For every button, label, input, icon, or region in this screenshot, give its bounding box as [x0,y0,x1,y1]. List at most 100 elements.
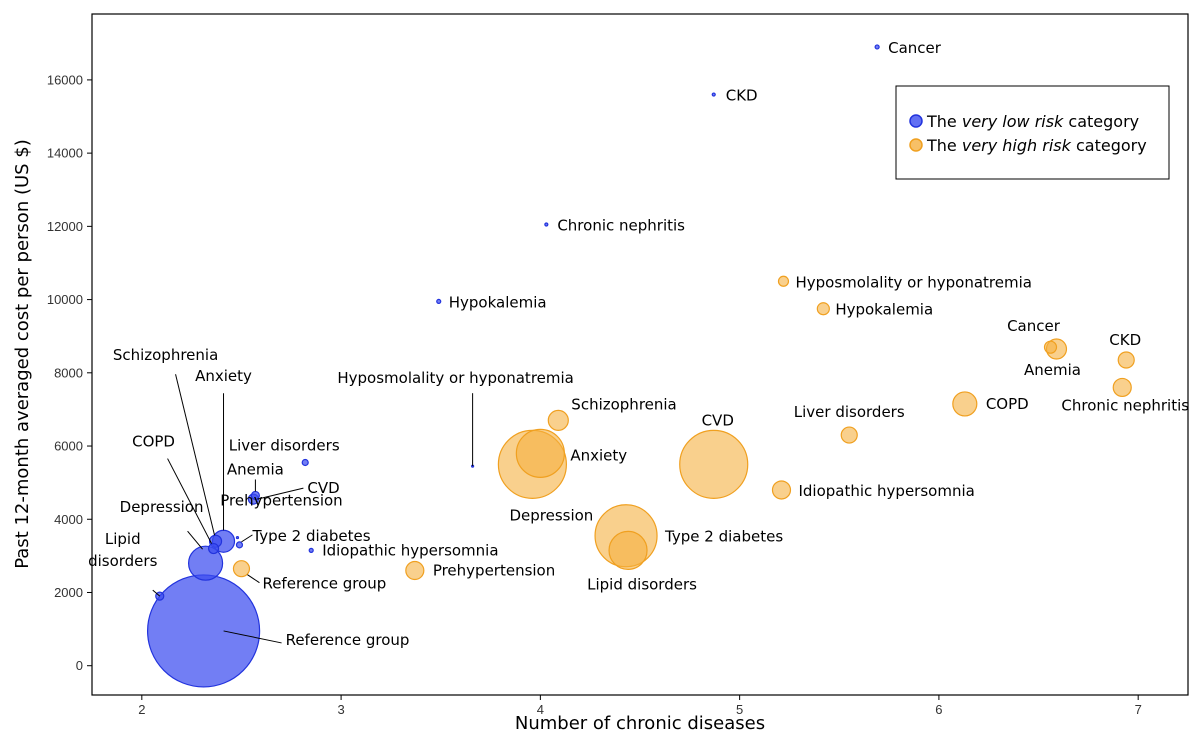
legend-swatch-high-risk [909,138,923,152]
high-risk-bubble-idiopathic-hypersomnia [771,480,792,500]
y-tick-label: 10000 [47,292,83,307]
high-risk-label-chronic-nephritis: Chronic nephritis [1061,396,1189,414]
x-axis-title: Number of chronic diseases [515,713,765,734]
low-risk-label-copd: COPD [132,433,175,451]
legend: The very low risk category The very high… [895,85,1170,180]
high-risk-bubble-anxiety [515,428,565,478]
high-risk-bubble-prehypertension [405,560,425,581]
legend-low-pre: The [926,112,962,131]
x-tick-label: 4 [537,702,544,717]
low-risk-bubble-reference-group [146,574,261,688]
high-risk-bubble-ckd [1117,351,1135,369]
x-tick-label: 3 [337,702,344,717]
high-risk-bubble-lipid-disorders [608,530,648,570]
low-risk-bubble-depression [187,545,224,581]
x-tick-label: 2 [138,702,145,717]
low-risk-bubble-liver-disorders [301,458,309,467]
y-tick-label: 16000 [47,72,83,87]
high-risk-label-depression: Depression [509,506,593,524]
y-tick-label: 14000 [47,146,83,161]
low-risk-label-reference-group: Reference group [286,631,410,649]
high-risk-bubble-chronic-nephritis [1112,377,1132,398]
low-risk-bubble-prehypertension [235,535,240,540]
x-tick-label: 7 [1135,702,1142,717]
low-risk-label-idiopathic-hypersomnia: Idiopathic hypersomnia [322,541,498,559]
low-risk-label-hypokalemia: Hypokalemia [449,293,547,311]
legend-label-high-risk: The very high risk category [926,136,1147,155]
legend-box [895,85,1170,180]
high-risk-bubble-copd [952,391,978,417]
high-risk-label-copd: COPD [986,395,1029,413]
low-risk-bubble-idiopathic-hypersomnia [308,547,314,553]
low-risk-label-chronic-nephritis: Chronic nephritis [557,217,685,235]
low-risk-bubble-type-2-diabetes [235,541,244,549]
y-tick-label: 4000 [54,512,83,527]
label-leader-line [241,534,253,543]
y-tick-label: 12000 [47,219,83,234]
legend-swatch-low-risk [909,114,923,128]
high-risk-bubble-schizophrenia [547,409,569,432]
high-risk-label-prehypertension: Prehypertension [433,562,555,580]
y-axis-title: Past 12-month averaged cost per person (… [12,139,33,569]
leader-line-layer [152,374,474,644]
low-risk-label-cancer: Cancer [888,39,942,57]
high-risk-label-liver-disorders: Liver disorders [794,403,905,421]
low-risk-label-prehypertension: Prehypertension [220,492,342,510]
label-leader-line [175,374,216,536]
label-line: disorders [88,552,158,570]
high-risk-label-ckd: CKD [1109,331,1141,349]
high-risk-bubble-hypokalemia [816,302,830,316]
high-risk-label-type-2-diabetes: Type 2 diabetes [664,528,783,546]
legend-high-post: category [1071,136,1147,155]
label-leader-line [187,530,203,550]
low-risk-bubble-hypokalemia [436,298,442,305]
x-tick-label: 6 [935,702,942,717]
low-risk-bubble-copd [207,542,220,555]
low-risk-label-type-2-diabetes: Type 2 diabetes [251,527,370,545]
y-tick-label: 0 [76,658,83,673]
low-risk-bubble-chronic-nephritis [544,222,549,227]
y-tick-label: 6000 [54,439,83,454]
legend-low-emph: very low risk [962,112,1064,131]
low-risk-label-hyposmolality-or-hyponatremia: Hyposmolality or hyponatremia [337,369,574,387]
label-leader-line [167,458,213,544]
label-leader-line [257,487,304,500]
x-tick-label: 5 [736,702,743,717]
low-risk-label-cvd: CVD [307,479,339,497]
low-risk-label-liver-disorders: Liver disorders [229,437,340,455]
label-line: Lipid [105,530,141,548]
low-risk-bubble-ckd [711,92,716,97]
high-risk-label-reference-group: Reference group [262,575,386,593]
high-risk-label-anxiety: Anxiety [570,446,627,464]
bubble-layer [146,44,1135,688]
low-risk-bubble-cancer [874,44,880,50]
high-risk-label-schizophrenia: Schizophrenia [571,395,676,413]
high-risk-bubble-cancer [1043,340,1058,354]
bubble-label-layer: Reference group Lipid disorders Depression C… [88,39,1189,649]
y-tick-label: 2000 [54,585,83,600]
low-risk-label-ckd: CKD [726,87,758,105]
high-risk-bubble-liver-disorders [840,426,858,444]
high-risk-bubble-reference-group [232,560,251,578]
y-axis-ticks: 0 2000 4000 6000 8000 10000 12000 14000 16000 [47,72,92,673]
low-risk-label-schizophrenia: Schizophrenia [113,346,218,364]
label-leader-line [152,589,161,597]
low-risk-label-lipid-disorders: Lipid disorders [88,530,158,570]
high-risk-label-anemia: Anemia [1024,361,1081,379]
low-risk-label-depression: Depression [120,498,204,516]
high-risk-label-hyposmolality-or-hyponatremia: Hyposmolality or hyponatremia [795,273,1031,291]
low-risk-label-anxiety: Anxiety [195,367,252,385]
high-risk-label-cvd: CVD [702,411,734,429]
high-risk-label-idiopathic-hypersomnia: Idiopathic hypersomnia [798,482,974,500]
y-tick-label: 8000 [54,365,83,380]
high-risk-bubble-hyposmolality-or-hyponatremia [777,275,790,287]
label-leader-line [247,574,260,584]
low-risk-label-anemia: Anemia [227,460,284,478]
legend-low-post: category [1063,112,1139,131]
legend-label-low-risk: The very low risk category [926,112,1139,131]
high-risk-bubble-cvd [679,429,749,499]
label-leader-line [223,630,282,644]
high-risk-label-cancer: Cancer [1007,317,1061,335]
legend-high-pre: The [926,136,962,155]
